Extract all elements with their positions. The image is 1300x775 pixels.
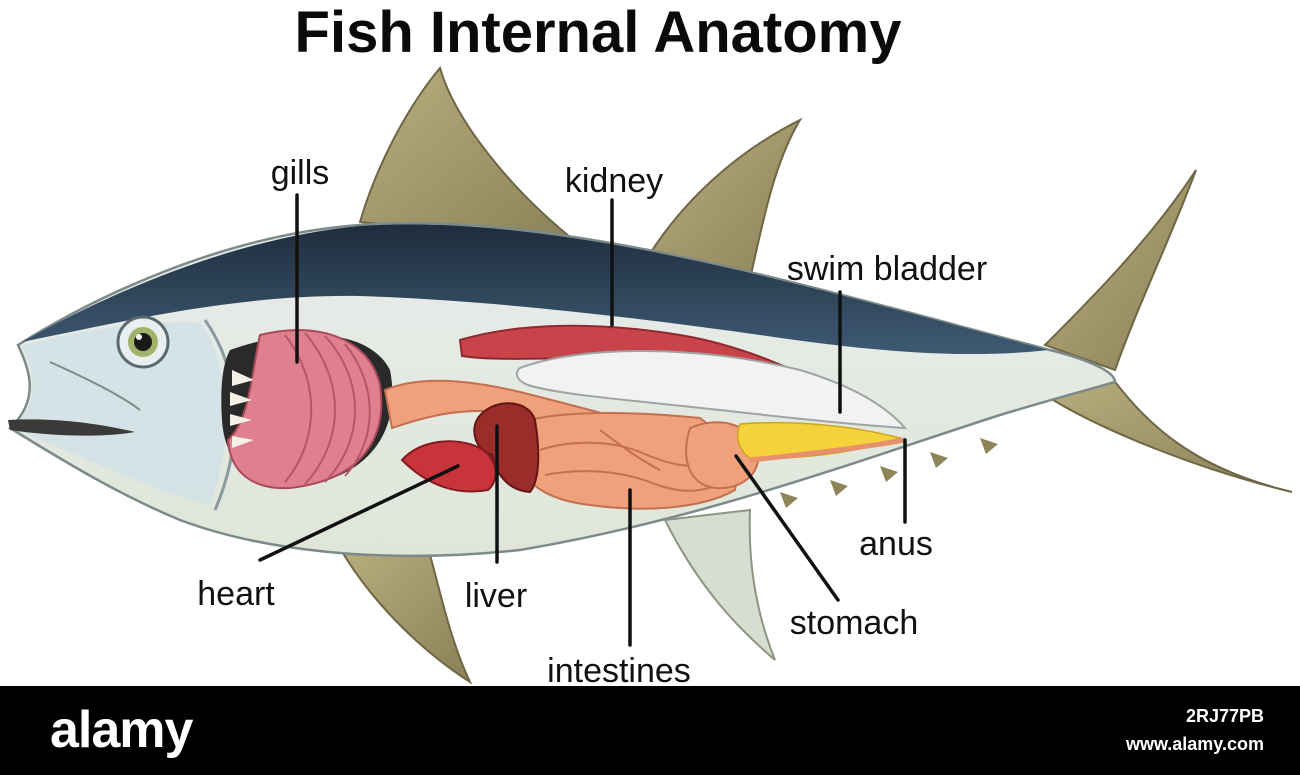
first-dorsal-fin	[358, 65, 584, 247]
fins	[338, 65, 1293, 685]
second-dorsal-fin	[638, 117, 803, 302]
watermark-image-id: 2RJ77PB	[1185, 706, 1264, 726]
label-heart: heart	[197, 575, 275, 613]
label-stomach: stomach	[790, 604, 919, 642]
label-gills: gills	[271, 154, 330, 192]
swim-bladder-organ	[515, 350, 908, 430]
tail-fin-upper	[1043, 169, 1197, 372]
watermark-site: www.alamy.com	[1125, 734, 1264, 754]
fish-back	[22, 224, 1048, 355]
fish-mouth	[8, 419, 135, 436]
fish-anatomy-diagram: Fish Internal Anatomy	[7, 0, 1293, 686]
gill-rakers	[230, 370, 254, 448]
pelvic-fin	[338, 546, 473, 685]
rectum	[749, 437, 906, 463]
label-kidney: kidney	[565, 162, 663, 200]
label-intestines: intestines	[547, 652, 691, 686]
label-swim-bladder: swim bladder	[787, 250, 987, 288]
watermark-bar: alamy 2RJ77PB www.alamy.com	[0, 686, 1300, 775]
leader-stomach	[734, 454, 840, 602]
label-anus: anus	[859, 525, 933, 563]
fish-head	[12, 321, 227, 505]
leader-heart	[258, 464, 460, 562]
fish-eye	[116, 315, 170, 369]
leader-lines	[258, 193, 907, 647]
tail-fin-lower	[1042, 373, 1293, 493]
labels: gills kidney swim bladder heart liver in…	[197, 154, 987, 686]
anal-fin	[663, 508, 776, 661]
diagram-title: Fish Internal Anatomy	[295, 0, 902, 65]
watermark-brand: alamy	[50, 701, 193, 759]
label-liver: liver	[465, 577, 527, 615]
